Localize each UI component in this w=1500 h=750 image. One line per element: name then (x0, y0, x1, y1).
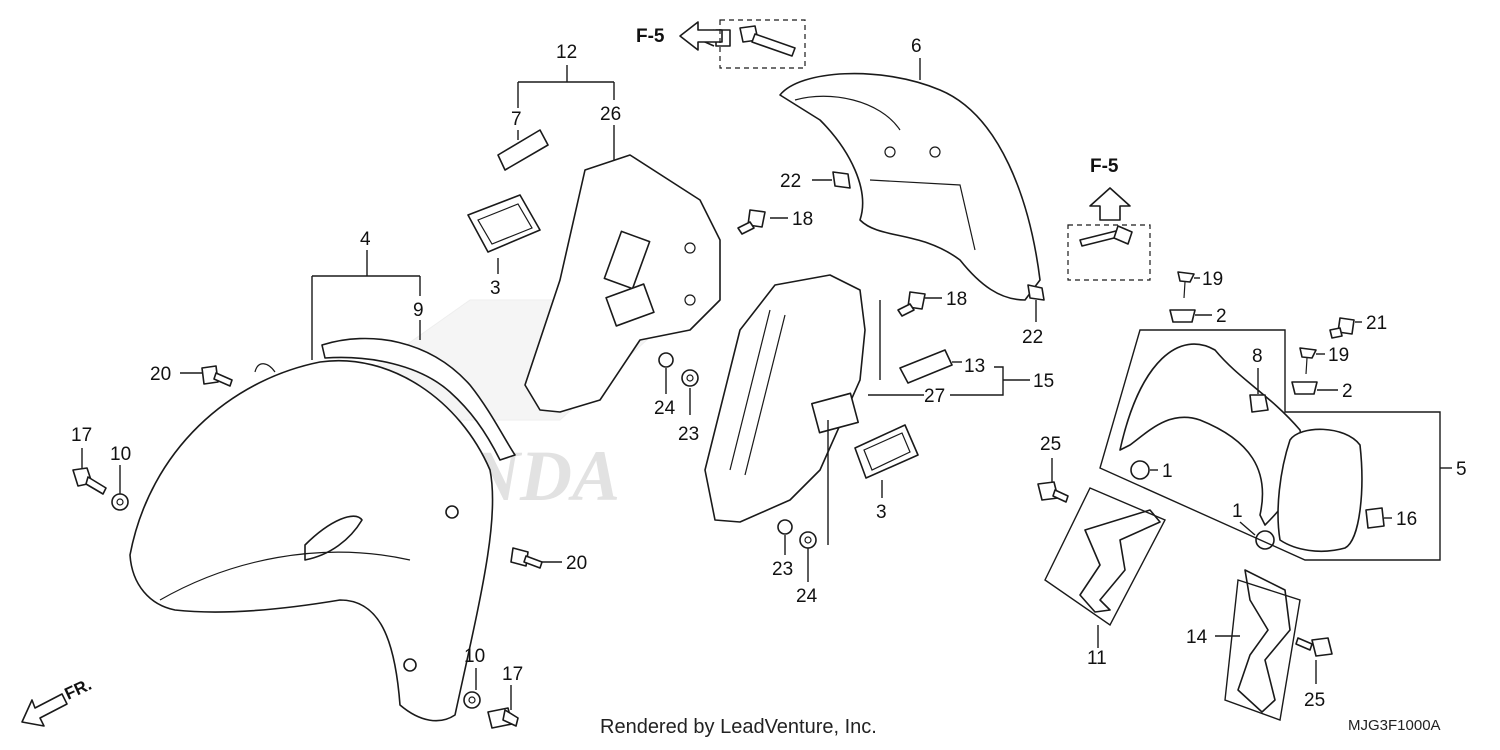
ref-f5-top-label: F-5 (636, 26, 665, 47)
callout-9: 9 (413, 300, 424, 321)
callout-24-lower: 24 (796, 586, 818, 607)
callout-1-upper: 1 (1162, 461, 1173, 482)
ref-f5-right[interactable]: F-5 (1067, 156, 1151, 281)
callout-10-upper: 10 (110, 444, 131, 465)
callout-1-lower: 1 (1232, 501, 1243, 522)
callout-numbers: 12 7 26 6 22 18 4 3 9 18 22 20 13 15 27 … (71, 36, 1467, 711)
callout-15: 15 (1033, 371, 1054, 392)
nut-part-2-lower[interactable] (1291, 381, 1318, 395)
render-credit: Rendered by LeadVenture, Inc. (600, 716, 877, 738)
bolt-part-17-upper[interactable] (72, 467, 107, 495)
reflector-part-3-upper[interactable] (467, 194, 541, 253)
nut-part-1-upper[interactable] (1130, 460, 1150, 480)
nut-part-1-lower[interactable] (1255, 530, 1275, 550)
reflector-part-13[interactable] (899, 349, 953, 384)
callout-22-upper: 22 (780, 171, 801, 192)
screw-part-18-upper[interactable] (737, 209, 766, 235)
fasteners (72, 171, 1385, 729)
screw-part-20-upper[interactable] (201, 365, 233, 387)
clip-part-16[interactable] (1365, 507, 1385, 529)
callout-8: 8 (1252, 346, 1263, 367)
nut-part-23-lower[interactable] (777, 519, 793, 535)
callout-4: 4 (360, 229, 371, 250)
ref-f5-right-label: F-5 (1090, 156, 1119, 177)
callout-17-upper: 17 (71, 425, 92, 446)
callout-27: 27 (924, 386, 945, 407)
callout-3-upper: 3 (490, 278, 501, 299)
callout-23-lower: 23 (772, 559, 793, 580)
clip-part-22-lower[interactable] (1027, 284, 1045, 301)
rear-fender-part-6[interactable] (779, 72, 1041, 301)
washer-part-10-upper[interactable] (111, 493, 129, 511)
screw-part-21[interactable] (1329, 317, 1355, 339)
callout-26: 26 (600, 104, 621, 125)
callout-21: 21 (1366, 313, 1387, 334)
reflector-part-3-lower[interactable] (854, 424, 919, 479)
callout-24-upper: 24 (654, 398, 676, 419)
callout-23-upper: 23 (678, 424, 699, 445)
callout-25-upper: 25 (1040, 434, 1061, 455)
callout-20-upper: 20 (150, 364, 171, 385)
nut-part-23-upper[interactable] (681, 369, 699, 387)
fender-stay-part-9[interactable] (321, 337, 516, 461)
callout-19-upper: 19 (1202, 269, 1223, 290)
bracket-part-11[interactable] (1079, 509, 1161, 613)
bolt-part-25-upper[interactable] (1037, 481, 1069, 503)
callout-14: 14 (1186, 627, 1208, 648)
callout-13: 13 (964, 356, 985, 377)
callout-17-lower: 17 (502, 664, 523, 685)
bracket-part-14[interactable] (1237, 569, 1291, 713)
callout-12: 12 (556, 42, 577, 63)
callout-2-upper: 2 (1216, 306, 1227, 327)
callout-7: 7 (511, 109, 522, 130)
ref-f5-top[interactable]: F-5 (636, 19, 806, 69)
bolt-part-17-lower[interactable] (487, 707, 519, 729)
front-direction-arrow: FR. (21, 675, 95, 727)
washer-part-24-upper[interactable] (658, 352, 674, 368)
bolt-part-25-lower[interactable] (1295, 637, 1333, 657)
callout-16: 16 (1396, 509, 1417, 530)
callout-22-lower: 22 (1022, 327, 1043, 348)
screw-part-20-lower[interactable] (510, 547, 543, 569)
callout-19-lower: 19 (1328, 345, 1349, 366)
callout-10-lower: 10 (464, 646, 485, 667)
front-fender-part-4[interactable] (129, 359, 494, 722)
callout-5: 5 (1456, 459, 1467, 480)
callout-2-lower: 2 (1342, 381, 1353, 402)
leader-lines (81, 58, 1452, 721)
callout-20-lower: 20 (566, 553, 587, 574)
callout-11: 11 (1087, 648, 1107, 669)
side-cover-part-27[interactable] (704, 274, 866, 523)
front-direction-label: FR. (62, 675, 95, 704)
rear-splash-guard-part-5[interactable] (1119, 343, 1363, 553)
washer-part-24-lower[interactable] (799, 531, 817, 549)
inner-fender-part-26[interactable] (524, 154, 721, 413)
screw-part-19-lower[interactable] (1299, 347, 1317, 375)
clip-part-22-upper[interactable] (832, 171, 851, 189)
screw-part-19-upper[interactable] (1177, 271, 1195, 299)
callout-6: 6 (911, 36, 922, 57)
callout-18-upper: 18 (792, 209, 813, 230)
callout-3-lower: 3 (876, 502, 887, 523)
nut-part-2-upper[interactable] (1169, 309, 1196, 323)
screw-part-18-lower[interactable] (897, 291, 926, 317)
diagram-code: MJG3F1000A (1348, 717, 1441, 734)
callout-25-lower: 25 (1304, 690, 1325, 711)
seal-part-7[interactable] (497, 129, 549, 171)
callout-18-lower: 18 (946, 289, 967, 310)
clip-part-8[interactable] (1249, 394, 1269, 413)
washer-part-10-lower[interactable] (463, 691, 481, 709)
